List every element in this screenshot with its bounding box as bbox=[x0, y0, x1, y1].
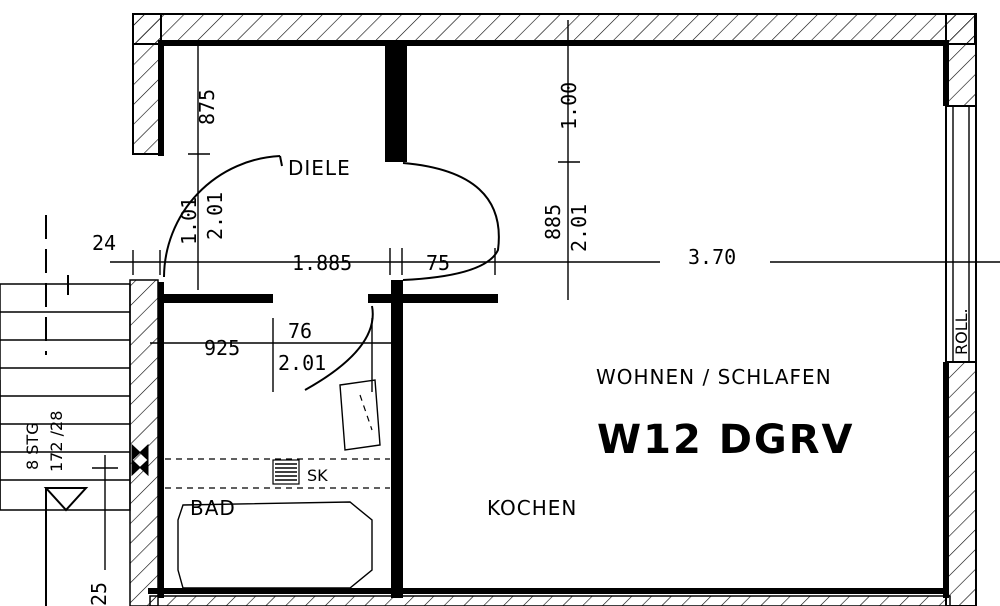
room-label-wohnen: WOHNEN / SCHLAFEN bbox=[596, 365, 832, 389]
room-label-bad: BAD bbox=[190, 496, 236, 520]
dimension-labels: 875 1.01 2.01 24 1.885 75 885 2.01 1.00 … bbox=[87, 82, 736, 606]
outer-walls bbox=[129, 13, 977, 606]
window-roll bbox=[945, 105, 977, 363]
stair-count: 8 STG bbox=[23, 422, 42, 470]
dim-201-b: 2.01 bbox=[567, 204, 591, 252]
dim-925: 925 bbox=[204, 336, 240, 360]
dim-370: 3.70 bbox=[688, 245, 736, 269]
dim-100: 1.00 bbox=[557, 82, 581, 130]
dim-1885: 1.885 bbox=[292, 251, 352, 275]
dim-76: 76 bbox=[288, 319, 312, 343]
dim-24: 24 bbox=[92, 231, 116, 255]
dim-25: 25 bbox=[87, 582, 111, 606]
dim-101: 1.01 bbox=[177, 197, 201, 245]
dim-75: 75 bbox=[426, 251, 450, 275]
room-label-diele: DIELE bbox=[288, 156, 351, 180]
bath-fixtures bbox=[131, 379, 390, 589]
sk-label: SK bbox=[307, 466, 328, 485]
stair-labels: 8 STG 172 /28 bbox=[23, 411, 66, 472]
sk-vent-icon bbox=[272, 459, 300, 485]
interior-walls bbox=[148, 40, 949, 598]
unit-name: W12 DGRV bbox=[597, 417, 855, 463]
dim-201-c: 2.01 bbox=[278, 351, 326, 375]
stair-ratio: 172 /28 bbox=[47, 411, 66, 472]
dim-201-a: 2.01 bbox=[203, 192, 227, 240]
room-labels: DIELE WOHNEN / SCHLAFEN W12 DGRV KOCHEN … bbox=[190, 156, 971, 520]
dim-885: 885 bbox=[541, 204, 565, 240]
staircase bbox=[0, 215, 131, 606]
dim-875: 875 bbox=[195, 89, 219, 125]
dimension-lines bbox=[92, 20, 1000, 570]
roll-label: ROLL. bbox=[952, 308, 971, 355]
room-label-kochen: KOCHEN bbox=[487, 496, 577, 520]
